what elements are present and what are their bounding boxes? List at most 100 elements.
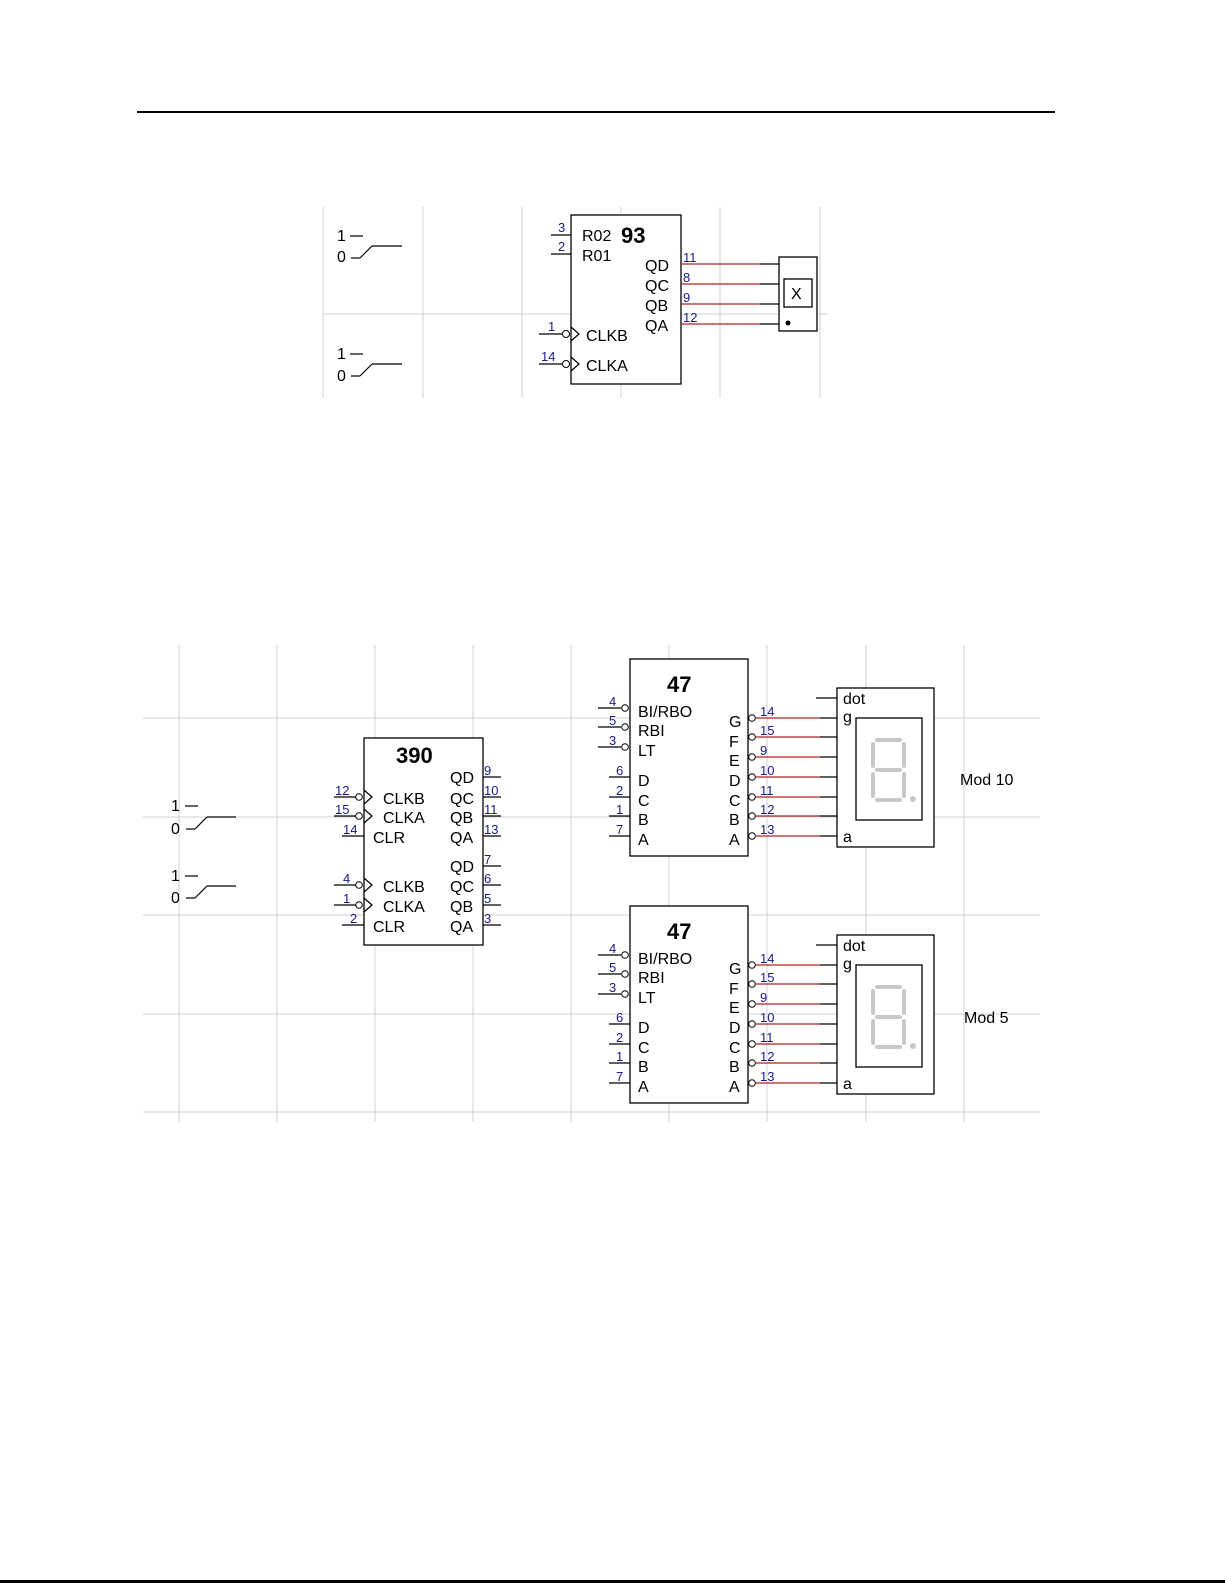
pin-number: 14 bbox=[541, 349, 555, 364]
pin-label: R01 bbox=[582, 248, 611, 265]
pin-label: C bbox=[638, 1040, 650, 1057]
pin-number: 15 bbox=[760, 723, 774, 738]
chip-title: 47 bbox=[667, 672, 691, 697]
pin-label: D bbox=[729, 773, 741, 790]
pin-number: 14 bbox=[760, 704, 774, 719]
pin-number: 9 bbox=[760, 990, 767, 1005]
pin-number: 11 bbox=[484, 802, 498, 817]
pin-label: A bbox=[638, 832, 649, 849]
pin-label: RBI bbox=[638, 970, 665, 987]
display-value: X bbox=[791, 286, 802, 303]
pin-number: 7 bbox=[484, 852, 491, 867]
bottom-rule bbox=[0, 1580, 1225, 1583]
pin-label: B bbox=[729, 812, 740, 829]
pin-label: F bbox=[729, 981, 739, 998]
switch-high-label: 1 bbox=[171, 798, 180, 815]
display-mode-label: Mod 10 bbox=[960, 772, 1013, 789]
pin-number: 1 bbox=[548, 319, 555, 334]
pin-label: QB bbox=[645, 298, 668, 315]
pin-label: RBI bbox=[638, 723, 665, 740]
pin-label: LT bbox=[638, 743, 656, 760]
pin-label: D bbox=[638, 1020, 650, 1037]
pin-number: 12 bbox=[760, 802, 774, 817]
hex-display: X bbox=[778, 256, 818, 332]
pin-number: 9 bbox=[760, 743, 767, 758]
decoder-47-mod10: 47 4 5 3 BI/RBO RBI LT 6 2 1 7 D C B A G… bbox=[598, 658, 837, 857]
digit-segments bbox=[871, 985, 916, 1049]
pin-number: 2 bbox=[616, 1030, 623, 1045]
pin-number: 14 bbox=[760, 951, 774, 966]
pin-label: QD bbox=[450, 859, 474, 876]
pin-label: G bbox=[729, 961, 741, 978]
chip-title: 47 bbox=[667, 919, 691, 944]
switch-high-label: 1 bbox=[171, 868, 180, 885]
pin-number: 8 bbox=[683, 270, 690, 285]
display-a-label: a bbox=[843, 1076, 852, 1093]
pin-label: BI/RBO bbox=[638, 704, 692, 721]
chip-title: 390 bbox=[396, 743, 433, 768]
display-a-label: a bbox=[843, 829, 852, 846]
pin-number: 9 bbox=[683, 290, 690, 305]
seven-segment-display-mod10: dot g a Mod 10 bbox=[816, 687, 1013, 848]
seven-segment-display-mod5: dot g a Mod 5 bbox=[816, 934, 1009, 1095]
chip-title: 93 bbox=[621, 223, 645, 248]
pin-label: C bbox=[638, 793, 650, 810]
pin-number: 3 bbox=[558, 220, 565, 235]
circuit2-switch-1[interactable]: 1 0 bbox=[171, 798, 236, 838]
pin-number: 15 bbox=[760, 970, 774, 985]
counter-390: 390 12 CLKB 15 CLKA 14 CLR 4 CLKB 1 CLKA… bbox=[334, 737, 501, 946]
display-mode-label: Mod 5 bbox=[964, 1010, 1009, 1027]
pin-number: 3 bbox=[609, 980, 616, 995]
pin-number: 10 bbox=[484, 783, 498, 798]
pin-number: 11 bbox=[760, 1030, 774, 1045]
pin-label: C bbox=[729, 793, 741, 810]
pin-label: CLKB bbox=[383, 879, 425, 896]
pin-number: 5 bbox=[484, 891, 491, 906]
pin-number: 13 bbox=[760, 822, 774, 837]
pin-label: C bbox=[729, 1040, 741, 1057]
circuit2-switch-2[interactable]: 1 0 bbox=[171, 868, 236, 907]
pin-label: QA bbox=[450, 919, 473, 936]
pin-number: 11 bbox=[760, 783, 774, 798]
pin-label: QA bbox=[450, 830, 473, 847]
pin-label: E bbox=[729, 753, 740, 770]
pin-label: CLR bbox=[373, 830, 405, 847]
pin-number: 12 bbox=[335, 783, 349, 798]
pin-label: QD bbox=[450, 770, 474, 787]
circuit1-switch-1[interactable]: 1 0 bbox=[337, 228, 402, 266]
pin-number: 5 bbox=[609, 713, 616, 728]
pin-label: QD bbox=[645, 258, 669, 275]
circuit1-switch-2[interactable]: 1 0 bbox=[337, 346, 402, 385]
pin-number: 2 bbox=[350, 911, 357, 926]
pin-number: 12 bbox=[760, 1049, 774, 1064]
display-dot-label: dot bbox=[843, 691, 866, 708]
pin-label: E bbox=[729, 1000, 740, 1017]
pin-number: 13 bbox=[484, 822, 498, 837]
pin-label: D bbox=[638, 773, 650, 790]
switch-low-label: 0 bbox=[337, 249, 346, 266]
pin-number: 15 bbox=[335, 802, 349, 817]
pin-number: 6 bbox=[616, 763, 623, 778]
switch-high-label: 1 bbox=[337, 228, 346, 245]
pin-number: 4 bbox=[609, 694, 616, 709]
switch-low-label: 0 bbox=[171, 821, 180, 838]
pin-number: 6 bbox=[484, 871, 491, 886]
pin-number: 1 bbox=[616, 802, 623, 817]
pin-number: 2 bbox=[616, 783, 623, 798]
pin-number: 13 bbox=[760, 1069, 774, 1084]
pin-label: CLR bbox=[373, 919, 405, 936]
pin-label: D bbox=[729, 1020, 741, 1037]
display-dot-label: dot bbox=[843, 938, 866, 955]
pin-label: A bbox=[729, 1079, 740, 1096]
decoder-47-mod5: 47 4 5 3 BI/RBO RBI LT 6 2 1 7 D C B A G… bbox=[598, 905, 837, 1104]
pin-label: CLKA bbox=[383, 899, 425, 916]
pin-label: QC bbox=[450, 791, 474, 808]
pin-label: QC bbox=[450, 879, 474, 896]
pin-label: F bbox=[729, 734, 739, 751]
pin-number: 7 bbox=[616, 822, 623, 837]
pin-label: A bbox=[638, 1079, 649, 1096]
display-g-label: g bbox=[843, 709, 852, 726]
pin-label: BI/RBO bbox=[638, 951, 692, 968]
pin-label: G bbox=[729, 714, 741, 731]
